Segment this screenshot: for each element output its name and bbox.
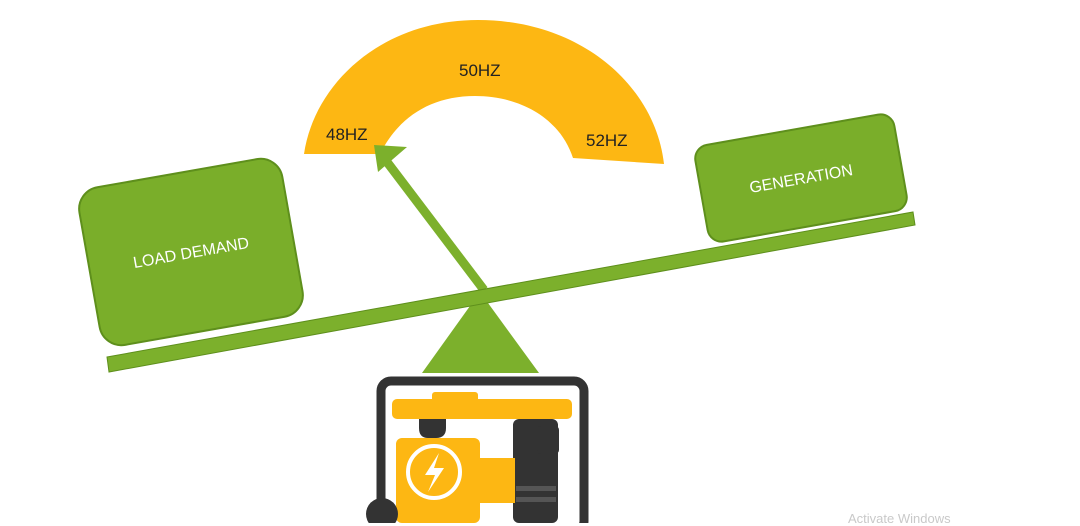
frequency-pointer xyxy=(380,155,488,293)
fulcrum xyxy=(422,292,539,373)
frequency-gauge xyxy=(304,20,664,164)
load-demand-box: LOAD DEMAND xyxy=(78,157,304,347)
gauge-label-50hz: 50HZ xyxy=(459,61,501,80)
balance-beam xyxy=(106,211,916,373)
watermark: Activate Windows xyxy=(848,511,951,526)
gauge-label-52hz: 52HZ xyxy=(586,131,628,150)
frequency-pointer-head xyxy=(374,145,407,172)
generator-icon xyxy=(366,376,589,523)
gauge-label-48hz: 48HZ xyxy=(326,125,368,144)
generation-box: GENERATION xyxy=(694,113,908,243)
lightning-bolt-icon xyxy=(425,453,444,492)
